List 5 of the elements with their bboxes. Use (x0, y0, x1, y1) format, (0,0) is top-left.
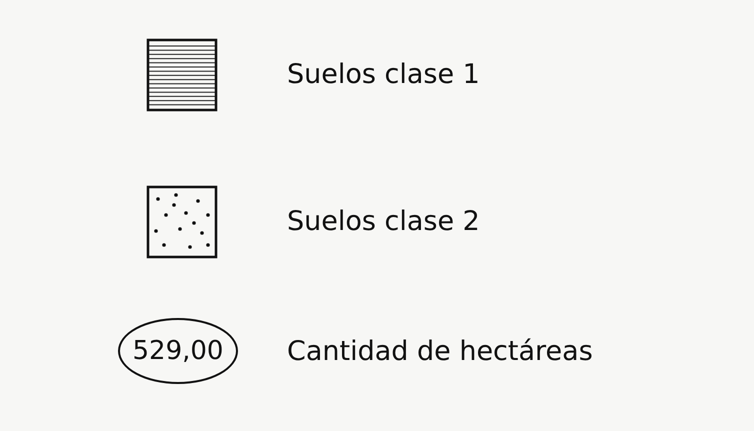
ellipse-sample (118, 318, 238, 384)
legend-label: Cantidad de hectáreas (287, 336, 593, 368)
legend-label: Suelos clase 2 (287, 206, 480, 238)
legend-label: Suelos clase 1 (287, 59, 480, 91)
hectare-value: 529,00 (132, 336, 224, 366)
